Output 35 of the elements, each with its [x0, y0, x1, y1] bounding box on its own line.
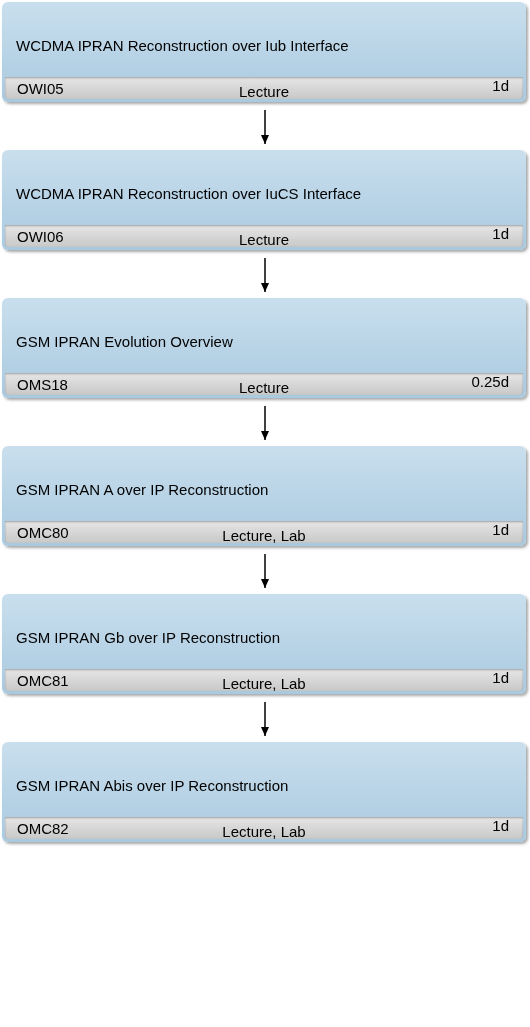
- course-title: GSM IPRAN Abis over IP Reconstruction: [16, 776, 289, 795]
- course-card: [2, 2, 526, 102]
- course-code: OMC82: [17, 820, 69, 837]
- arrow: [261, 257, 269, 293]
- course-card: [2, 298, 526, 398]
- course-title: GSM IPRAN A over IP Reconstruction: [16, 480, 269, 499]
- arrow: [261, 109, 269, 145]
- course-card: [2, 742, 526, 842]
- course-title: WCDMA IPRAN Reconstruction over Iub Interface: [16, 36, 349, 55]
- course-card: [2, 594, 526, 694]
- course-format: Lecture: [239, 83, 289, 100]
- arrow: [261, 405, 269, 441]
- arrow: [261, 553, 269, 589]
- course-card: [2, 446, 526, 546]
- course-duration: 0.25d: [471, 373, 509, 390]
- course-duration: 1d: [492, 521, 509, 538]
- course-format: Lecture, Lab: [222, 527, 306, 544]
- arrow: [261, 701, 269, 737]
- course-title: GSM IPRAN Gb over IP Reconstruction: [16, 628, 280, 647]
- course-duration: 1d: [492, 77, 509, 94]
- course-code: OWI06: [17, 228, 64, 245]
- course-format: Lecture: [239, 231, 289, 248]
- course-code: OMC81: [17, 672, 69, 689]
- course-code: OMS18: [17, 376, 68, 393]
- course-title: GSM IPRAN Evolution Overview: [16, 332, 233, 351]
- course-card: [2, 150, 526, 250]
- course-code: OWI05: [17, 80, 64, 97]
- course-format: Lecture, Lab: [222, 823, 306, 840]
- course-duration: 1d: [492, 225, 509, 242]
- course-code: OMC80: [17, 524, 69, 541]
- course-duration: 1d: [492, 817, 509, 834]
- course-title: WCDMA IPRAN Reconstruction over IuCS Interface: [16, 184, 362, 203]
- course-format: Lecture, Lab: [222, 675, 306, 692]
- course-duration: 1d: [492, 669, 509, 686]
- course-format: Lecture: [239, 379, 289, 396]
